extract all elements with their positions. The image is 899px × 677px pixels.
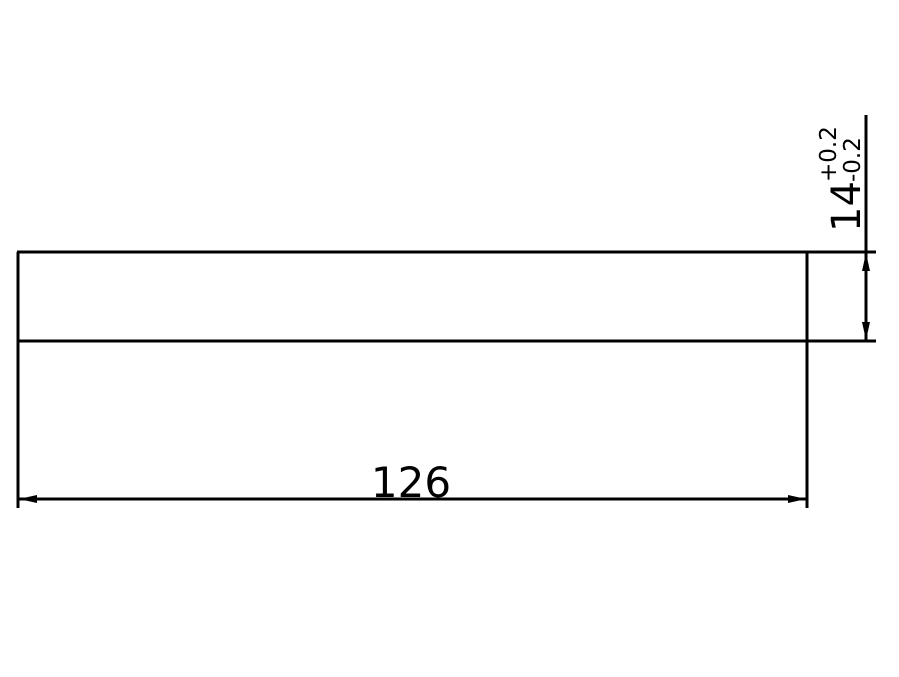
thickness-upper-tolerance: +0.2: [816, 126, 842, 182]
part-outline: [16, 250, 809, 343]
thickness-lower-tolerance: -0.2: [840, 137, 866, 182]
thickness-dimension: 14 +0.2 -0.2: [808, 115, 876, 343]
thickness-nominal-value: 14: [824, 181, 870, 232]
thickness-label: 14 +0.2 -0.2: [816, 126, 870, 232]
thickness-arrow-top: [862, 253, 870, 271]
length-arrow-left: [19, 495, 37, 503]
length-dimension: 126: [16, 341, 809, 508]
length-arrow-right: [788, 495, 806, 503]
length-dimension-value: 126: [371, 458, 451, 507]
thickness-arrow-bottom: [862, 322, 870, 340]
